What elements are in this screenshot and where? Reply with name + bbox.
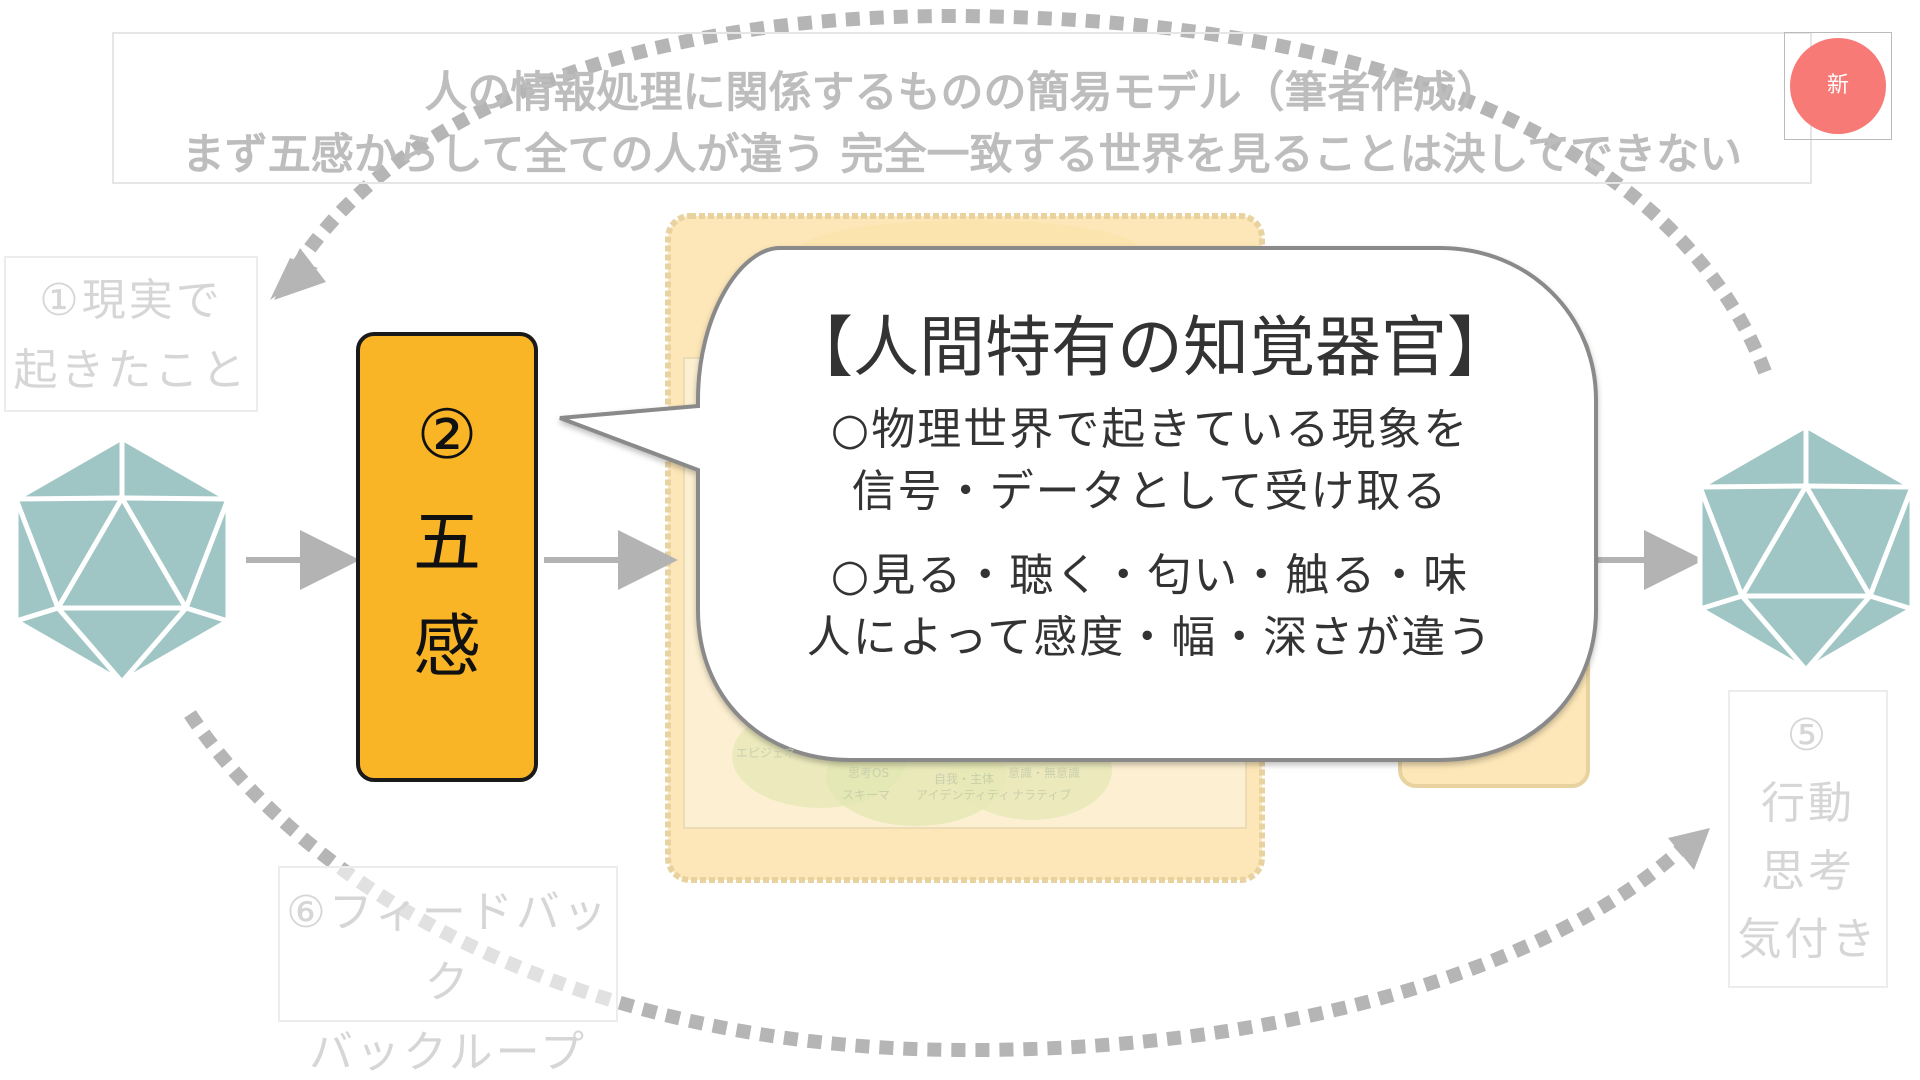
feedback-loop-top bbox=[289, 8, 1772, 375]
loop-bottom-arrowhead-icon bbox=[1668, 828, 1710, 870]
step-action-line-3: 気付き bbox=[1737, 914, 1879, 965]
step-reality-box: ①現実で 起きたこと bbox=[4, 256, 258, 412]
card-label: アイデンティティ bbox=[916, 788, 1010, 802]
loop-top-arrowhead-icon bbox=[274, 248, 326, 300]
step-senses-line-2: 感 bbox=[412, 608, 481, 687]
title-line-1: 人の情報処理に関係するものの簡易モデル（筆者作成） bbox=[424, 68, 1500, 118]
feedback-loop-bottom bbox=[184, 710, 1685, 1058]
title-box: 人の情報処理に関係するものの簡易モデル（筆者作成） まず五感からして全ての人が違… bbox=[112, 32, 1812, 184]
step-senses-number: ② bbox=[416, 396, 478, 475]
icosahedron-left-icon bbox=[13, 435, 231, 685]
step-senses-box: ② 五 感 bbox=[356, 332, 538, 782]
step-action-box: ⑤ 行動 思考 気付き bbox=[1728, 690, 1888, 988]
bubble-line-4: 人によって感度・幅・深さが違う bbox=[806, 612, 1494, 663]
card-label: スキーマ bbox=[842, 788, 891, 802]
card-label: エピジェネ bbox=[736, 746, 797, 760]
step-reality-line-1: ①現実で bbox=[39, 275, 223, 326]
step-feedback-line-1: ⑥フィードバック bbox=[286, 887, 610, 1008]
card-label: ナラティブ bbox=[1012, 788, 1072, 802]
title-line-2: まず五感からして全ての人が違う 完全一致する世界を見ることは決してできない bbox=[181, 130, 1743, 180]
step-action-line-1: 行動 bbox=[1761, 778, 1855, 829]
bubble-line-3: ○見る・聴く・匂い・触る・味 bbox=[830, 550, 1470, 601]
card-label: 自我・主体 bbox=[934, 772, 995, 786]
step-action-line-2: 思考 bbox=[1761, 846, 1855, 897]
card-label: 思考OS bbox=[848, 766, 890, 780]
bubble-line-1: ○物理世界で起きている現象を bbox=[830, 404, 1470, 455]
bubble-line-2: 信号・データとして受け取る bbox=[851, 466, 1449, 517]
step-feedback-line-2: バックループ bbox=[308, 1027, 588, 1078]
card-label: 意識・無意識 bbox=[1008, 766, 1081, 780]
bubble-heading: 【人間特有の知覚器官】 bbox=[787, 309, 1513, 386]
step-senses-line-1: 五 bbox=[412, 504, 481, 583]
step-action-number: ⑤ bbox=[1786, 710, 1830, 761]
step-feedback-box: ⑥フィードバック バックループ bbox=[278, 866, 618, 1078]
new-badge-label: 新 bbox=[1790, 38, 1886, 134]
new-badge[interactable]: 新 bbox=[1784, 32, 1892, 140]
icosahedron-right-icon bbox=[1697, 423, 1915, 673]
step-reality-line-2: 起きたこと bbox=[13, 345, 249, 396]
speech-bubble bbox=[559, 246, 1598, 762]
